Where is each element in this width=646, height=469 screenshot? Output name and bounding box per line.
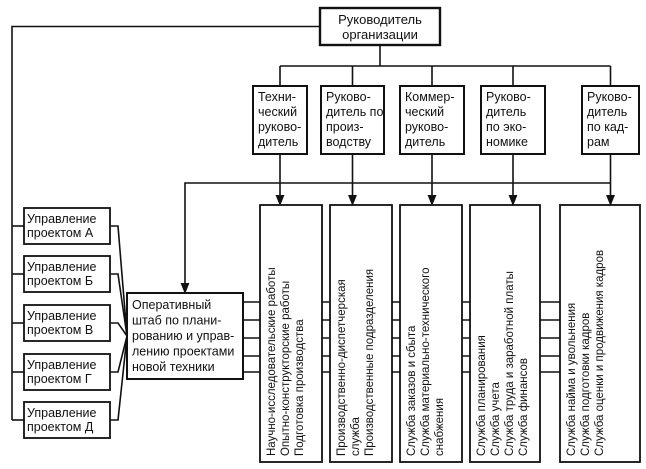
- project-box-3-text-line-1: Управление: [27, 309, 97, 323]
- project-box-2-text-line-1: Управление: [27, 260, 97, 274]
- project-to-hq-line-3: [110, 322, 128, 337]
- manager-box-econ-text-line-3: по эко-: [486, 120, 526, 134]
- project-to-hq-line-5: [110, 335, 128, 421]
- manager-box-tech-text-line-1: Техни-: [258, 90, 296, 104]
- service-column-hr-text-line-2: Служба подготовки кадров: [580, 313, 592, 456]
- head-box-text-line-1: Руководитель: [338, 12, 422, 27]
- project-to-hq-line-4: [110, 335, 128, 373]
- project-box-4-text-line-2: проектом Г: [27, 372, 92, 386]
- service-column-comm-frame: [399, 204, 463, 463]
- service-column-econ-text-line-3: Служба труда и заработной платы: [504, 271, 516, 456]
- service-column-prod-text-line-1: Производственно-диспетчерская: [336, 279, 348, 456]
- service-column-econ-frame: [469, 204, 541, 463]
- service-column-prod-text-line-3: Производственные подразделения: [364, 269, 376, 456]
- manager-box-econ-text-line-2: дитель: [486, 105, 526, 119]
- project-box-2-text-line-2: проектом Б: [27, 274, 93, 288]
- project-box-5-text-line-2: проектом Д: [27, 420, 94, 434]
- project-to-hq-line-2: [110, 273, 128, 337]
- manager-box-hr-text-line-2: дитель: [587, 105, 627, 119]
- service-column-prod-frame: [329, 204, 393, 463]
- hq-box-text-line-5: новой техники: [132, 360, 215, 374]
- manager-box-tech-text-line-3: руково-: [258, 120, 301, 134]
- service-column-tech-text-line-2: Опытно-конструкторские работы: [280, 281, 292, 456]
- hq-box-text-line-1: Оперативный: [132, 298, 211, 312]
- manager-box-prod-text-line-1: Руково-: [326, 90, 371, 104]
- manager-box-comm-text-line-2: ческий: [405, 105, 444, 119]
- head-box-text-line-2: организации: [342, 27, 418, 42]
- manager-box-hr-text-line-4: рам: [587, 135, 610, 149]
- manager-box-hr-text-line-3: по кад-: [587, 120, 628, 134]
- project-box-1-text-line-2: проектом А: [27, 226, 94, 240]
- service-column-econ-text-line-4: Служба финансов: [518, 358, 530, 456]
- head-box-frame: [318, 6, 442, 47]
- hq-box-text-line-4: лению проектами: [132, 345, 234, 359]
- project-box-4-text-line-1: Управление: [27, 358, 97, 372]
- project-to-hq-line-1: [110, 225, 128, 337]
- project-box-2-frame: [23, 255, 111, 293]
- service-column-econ-text-line-2: Служба учета: [490, 381, 502, 456]
- project-box-4-frame: [23, 353, 111, 391]
- manager-box-tech-text-line-2: ческий: [258, 105, 297, 119]
- manager-box-prod-text-line-2: дитель по: [326, 105, 383, 119]
- manager-box-comm-text-line-1: Коммер-: [405, 90, 455, 104]
- service-column-hr-text-line-3: Служба оценки и продвижения кадров: [594, 250, 606, 456]
- hq-box: Оперативный штаб по плани-рованию и управ…: [126, 292, 244, 380]
- manager-box-comm-text-line-3: руково-: [405, 120, 448, 134]
- head-to-projects-line: [11, 25, 320, 420]
- service-column-hr-text-line-1: Служба найма и увольнения: [566, 303, 578, 456]
- service-column-comm-text-line-3: снабжения: [434, 398, 446, 456]
- service-column-tech-text-line-3: Подготовка производства: [294, 319, 306, 456]
- manager-box-tech-frame: [252, 85, 308, 155]
- manager-box-hr-text-line-1: Руково-: [587, 90, 632, 104]
- manager-box-comm-text-line-4: дитель: [405, 135, 445, 149]
- service-column-hr-frame: [559, 204, 641, 463]
- project-box-5-frame: [23, 401, 111, 439]
- service-column-comm-text-line-1: Служба заказов и сбыта: [406, 325, 418, 456]
- manager-box-prod-frame: [320, 85, 385, 155]
- manager-box-tech-text-line-4: дитель: [258, 135, 298, 149]
- project-box-3-text-line-2: проектом В: [27, 323, 93, 337]
- manager-box-econ-text-line-1: Руково-: [486, 90, 531, 104]
- diagram-boxes: РуководительорганизацииТехни-ческийруков…: [23, 6, 641, 463]
- service-column-tech-text-line-1: Научно-исследовательские работы: [266, 267, 278, 456]
- manager-box-hr-frame: [581, 85, 640, 155]
- service-column-prod-text-line-2: служба: [350, 417, 362, 456]
- project-box-1-frame: [23, 207, 111, 245]
- hq-box-frame: [126, 292, 244, 380]
- manager-box-comm-frame: [399, 85, 465, 155]
- service-column-econ-text-line-1: Служба планирования: [476, 335, 488, 456]
- service-column-comm-text-line-2: Служба материально-технического: [420, 267, 432, 456]
- bus-to-hq-arrow: [180, 182, 280, 295]
- manager-box-econ-frame: [480, 85, 546, 155]
- project-box-3-frame: [23, 304, 111, 342]
- hq-box-text-line-3: рованию и управ-: [132, 329, 234, 343]
- manager-box-prod-text-line-3: произ-: [326, 120, 364, 134]
- service-column-tech-frame: [259, 204, 323, 463]
- manager-box-prod-text-line-4: водству: [326, 135, 372, 149]
- project-box-1-text-line-1: Управление: [27, 212, 97, 226]
- hq-box-text-line-2: штаб по плани-: [132, 314, 221, 328]
- manager-box-econ-text-line-4: номике: [486, 135, 528, 149]
- project-box-5-text-line-1: Управление: [27, 406, 97, 420]
